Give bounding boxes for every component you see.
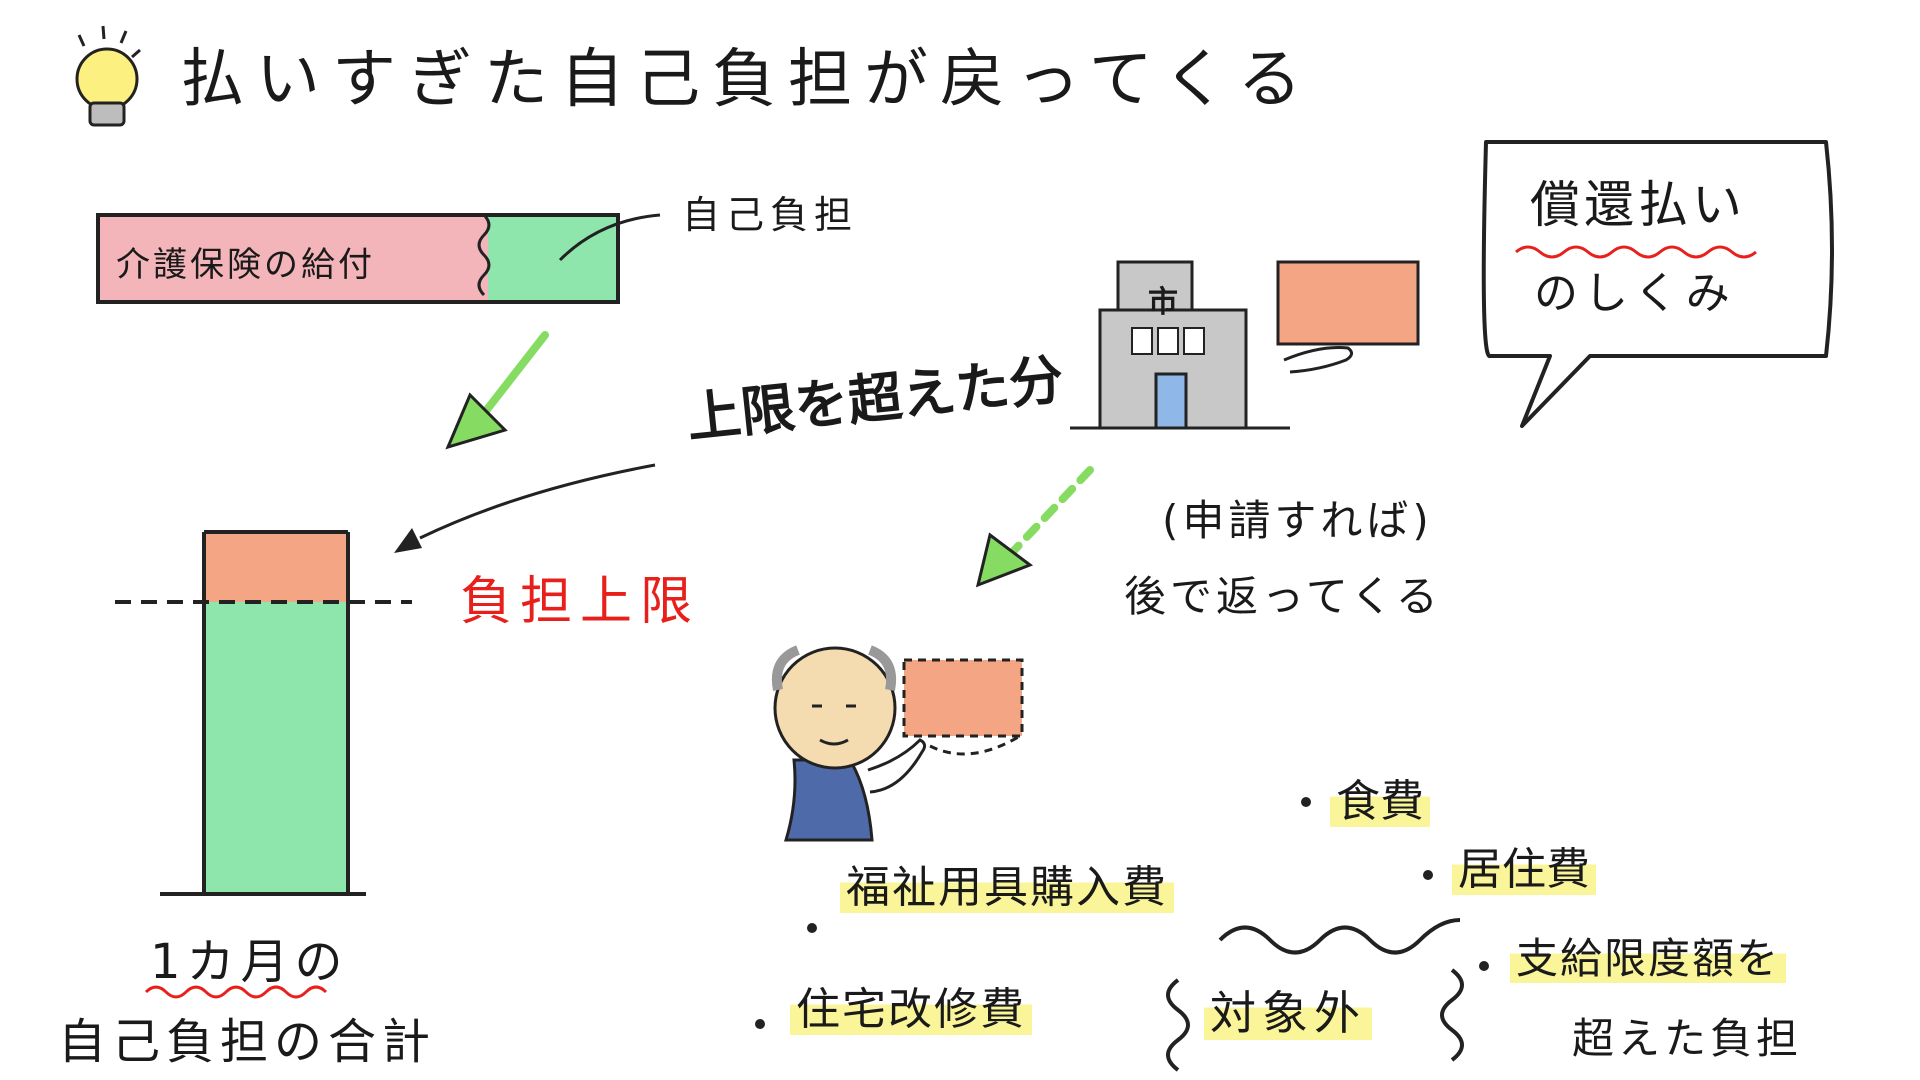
- exclusion-item: 福祉用具購入費: [840, 862, 1174, 913]
- return-note-line1: (申請すれば): [1162, 496, 1433, 545]
- exclusion-item: 住宅改修費: [790, 984, 1032, 1035]
- bubble-line2: のしくみ: [1534, 268, 1736, 319]
- monthly-total-line2: 自己負担の合計: [58, 1014, 437, 1070]
- green-arrow-2: [975, 466, 1094, 588]
- green-arrow-1: [445, 331, 549, 450]
- refund-paper-person: [902, 658, 1024, 756]
- exclusion-item: 居住費: [1452, 844, 1596, 895]
- lightbulb-icon: [75, 25, 141, 127]
- exclusion-item-label: 支給限度額を: [1510, 934, 1787, 983]
- exclusion-item-label: 食費: [1330, 776, 1430, 827]
- exclusion-item: 支給限度額を: [1510, 934, 1787, 983]
- speech-bubble: [1481, 140, 1834, 428]
- bullet-dot: [1301, 797, 1311, 807]
- exclusion-item-label: 超えた負担: [1572, 1014, 1803, 1063]
- page-title: 払いすぎた自己負担が戻ってくる: [180, 43, 1314, 117]
- exclusion-item: 食費: [1330, 776, 1430, 827]
- exclusion-wave-right: [1440, 968, 1464, 1062]
- bullet-dot: [1423, 870, 1433, 880]
- bubble-line1: 償還払い: [1530, 176, 1746, 234]
- bullet-dot: [807, 923, 817, 933]
- exclusion-wave-left: [1166, 978, 1190, 1072]
- month-underline-squiggle: [144, 985, 328, 999]
- exclusion-item-label: 居住費: [1452, 844, 1596, 895]
- exclusion-item-label: 福祉用具購入費: [840, 862, 1174, 913]
- city-hall-sign: 市: [1148, 285, 1178, 320]
- exclusion-item-label: 住宅改修費: [790, 984, 1032, 1035]
- exclusion-label-text: 対象外: [1204, 986, 1372, 1040]
- exclusion-item: 超えた負担: [1572, 1018, 1802, 1060]
- benefit-copay-bar: [96, 213, 620, 304]
- elderly-person-icon: [772, 645, 927, 842]
- copay-leader-line: [558, 213, 661, 262]
- excess-arrow: [394, 463, 656, 553]
- monthly-total-line1: 1カ月の: [150, 934, 349, 990]
- limit-label: 負担上限: [460, 572, 701, 632]
- monthly-total-bar: [115, 530, 412, 896]
- refund-paper-city: [1276, 260, 1420, 374]
- bullet-dot: [1479, 961, 1489, 971]
- exclusion-wave-top: [1218, 918, 1461, 955]
- bullet-dot: [755, 1019, 765, 1029]
- exclusion-label: 対象外: [1204, 986, 1372, 1040]
- return-note-line2: 後で返ってくる: [1124, 572, 1442, 621]
- copay-label: 自己負担: [682, 193, 859, 237]
- benefit-label: 介護保険の給付: [116, 245, 375, 285]
- city-hall-icon: [1070, 260, 1290, 430]
